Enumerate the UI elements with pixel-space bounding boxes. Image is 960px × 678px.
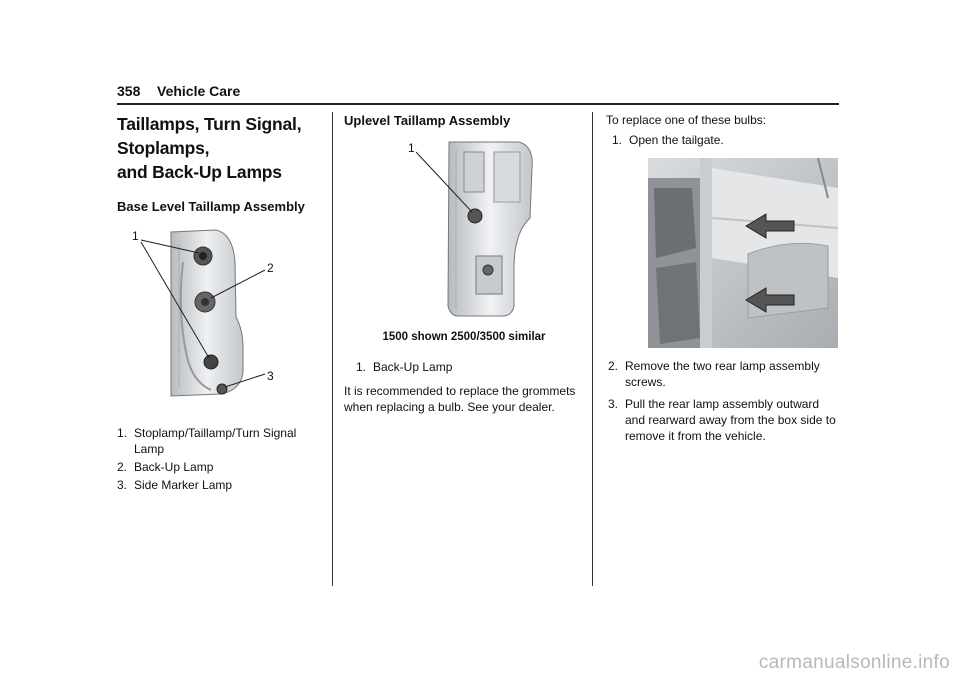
procedure-intro: To replace one of these bulbs: (606, 113, 767, 127)
page-number: 358 (117, 83, 141, 99)
tailgate-photo-figure (648, 158, 838, 348)
screw-arrow-upper (745, 213, 795, 239)
callout-3: 3 (267, 369, 274, 383)
list-item: 1.Open the tailgate. (612, 133, 724, 147)
figure-caption: 1500 shown 2500/3500 similar (382, 331, 546, 343)
header-rule (117, 103, 839, 105)
base-lamp-list: 1.Stoplamp/Taillamp/Turn Signal Lamp 2.B… (117, 425, 325, 493)
section-title-line2: and Back-Up Lamps (117, 162, 282, 182)
list-item: 3.Pull the rear lamp assembly outward an… (608, 397, 836, 443)
column-divider-left (332, 112, 333, 586)
list-item: 3.Side Marker Lamp (117, 478, 233, 492)
grommet-note: It is recommended to replace the grommet… (344, 384, 576, 414)
uplevel-taillamp-figure: 1 (408, 141, 533, 317)
list-item: 2.Remove the two rear lamp assembly scre… (608, 359, 820, 389)
column-3: To replace one of these bulbs: 1.Open th… (606, 112, 841, 446)
callout-1: 1 (408, 141, 415, 155)
section-name: Vehicle Care (157, 83, 241, 99)
page-header: 358 Vehicle Care (117, 83, 839, 103)
section-title: Taillamps, Turn Signal, Stoplamps, and B… (117, 112, 325, 184)
section-title-line1: Taillamps, Turn Signal, Stoplamps, (117, 114, 302, 158)
base-taillamp-figure: 1 2 3 (132, 229, 274, 397)
screw-arrow-lower (745, 287, 795, 313)
callout-1: 1 (132, 229, 139, 243)
taillamp-housing (170, 229, 244, 397)
list-item: 2.Back-Up Lamp (117, 460, 214, 474)
column-1: Taillamps, Turn Signal, Stoplamps, and B… (117, 112, 325, 495)
column-2: Uplevel Taillamp Assembly 1 1500 shown 2… (344, 112, 584, 415)
list-item: 1.Back-Up Lamp (356, 360, 453, 374)
uplevel-lamp-list: 1.Back-Up Lamp (344, 359, 584, 375)
step-list-1: 1.Open the tailgate. (606, 132, 841, 148)
base-level-subtitle: Base Level Taillamp Assembly (117, 199, 305, 214)
backup-lamp-socket (467, 208, 483, 224)
list-item: 1.Stoplamp/Taillamp/Turn Signal Lamp (117, 426, 297, 456)
uplevel-subtitle: Uplevel Taillamp Assembly (344, 113, 511, 128)
callout-2: 2 (267, 261, 274, 275)
watermark-text: carmanualsonline.info (758, 652, 950, 673)
column-divider-right (592, 112, 593, 586)
step-list-2: 2.Remove the two rear lamp assembly scre… (606, 358, 841, 444)
bulb-socket-1b (203, 354, 219, 370)
bulb-socket-3 (216, 383, 228, 395)
